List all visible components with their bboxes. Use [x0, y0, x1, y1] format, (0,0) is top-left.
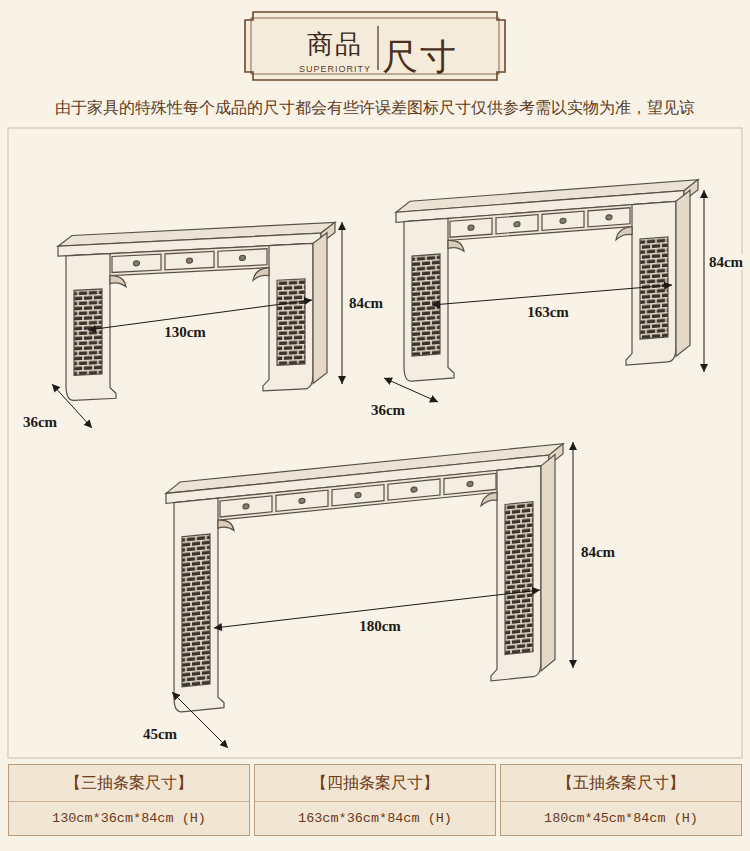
leg-lattice — [277, 279, 305, 365]
dimension-label: 84cm — [579, 544, 617, 561]
dimension-label: 130cm — [162, 324, 208, 341]
spandrel — [110, 275, 126, 288]
drawing-frame — [8, 128, 742, 758]
badge-inner-line — [251, 18, 499, 74]
table-leg — [626, 201, 676, 365]
apron — [178, 466, 537, 524]
depth-dimension-line — [172, 692, 228, 748]
drawer — [220, 496, 272, 517]
drawer — [276, 490, 328, 511]
drawer-handle — [299, 498, 305, 504]
cell-size: 180cm*45cm*84cm (H) — [501, 802, 741, 835]
badge-outline — [245, 12, 505, 80]
leg-lattice — [640, 237, 668, 339]
table-leg — [263, 243, 313, 391]
drawer-handle — [560, 218, 566, 223]
cell-size: 130cm*36cm*84cm (H) — [9, 802, 249, 835]
drawer-handle — [134, 261, 140, 266]
drawer-handle — [514, 222, 520, 227]
four-drawer-table — [396, 180, 698, 383]
drawer — [388, 479, 440, 500]
dimension-label: 163cm — [525, 304, 571, 321]
drawer — [496, 215, 538, 234]
badge-title: 尺寸 — [382, 39, 458, 75]
dimension-label: 36cm — [369, 402, 407, 419]
cell-heading: 【四抽条案尺寸】 — [255, 765, 495, 802]
leg-lattice — [182, 534, 210, 687]
drawer — [542, 211, 584, 230]
dimension-lines — [52, 190, 704, 748]
three-drawer-table — [58, 222, 335, 401]
spandrel — [218, 519, 234, 533]
dimension-label: 36cm — [21, 414, 59, 431]
badge-subtitle: SUPERIORITY — [299, 65, 371, 74]
size-table-cell: 【四抽条案尺寸】163cm*36cm*84cm (H) — [254, 764, 496, 836]
dimension-label: 84cm — [707, 254, 745, 271]
drawer-handle — [467, 481, 473, 487]
drawer — [450, 218, 492, 237]
drawer-handle — [240, 255, 246, 260]
drawer — [588, 208, 630, 227]
depth-dimension-line — [384, 378, 438, 402]
header-badge: 商品 SUPERIORITY 尺寸 — [245, 12, 505, 82]
drawer — [165, 251, 214, 269]
leg-lattice — [74, 289, 102, 375]
drawer-handle — [243, 504, 249, 510]
size-table-cell: 【三抽条案尺寸】130cm*36cm*84cm (H) — [8, 764, 250, 836]
drawer — [218, 249, 267, 267]
leg-side — [541, 455, 555, 671]
table-leg — [491, 466, 541, 681]
badge-divider — [377, 26, 378, 70]
height-dimension-line — [573, 442, 574, 668]
leg-lattice — [505, 502, 533, 655]
five-drawer-table — [166, 444, 563, 714]
note-text: 由于家具的特殊性每个成品的尺寸都会有些许误差图标尺寸仅供参考需以实物为准，望见谅 — [53, 99, 697, 117]
height-dimension-line — [704, 190, 705, 372]
dimension-label: 84cm — [347, 295, 385, 312]
drawer-handle — [606, 215, 612, 220]
table-leg — [174, 498, 224, 713]
leg-side — [313, 233, 327, 384]
badge-heading: 商品 — [307, 32, 363, 58]
drawer-handle — [468, 225, 474, 230]
height-dimension-line — [342, 222, 343, 384]
drawer — [444, 473, 496, 494]
spandrel — [616, 227, 632, 240]
dimension-label: 45cm — [141, 726, 179, 743]
size-table-cell: 【五抽条案尺寸】180cm*45cm*84cm (H) — [500, 764, 742, 836]
drawer — [112, 254, 161, 272]
drawer-handle — [355, 492, 361, 498]
header-badge-frame — [245, 12, 505, 80]
spandrel — [253, 268, 269, 281]
spandrel — [481, 492, 497, 506]
table-leg — [404, 218, 454, 382]
drawer — [332, 485, 384, 506]
leg-side — [676, 190, 690, 356]
dimension-label: 180cm — [357, 618, 403, 635]
cell-heading: 【五抽条案尺寸】 — [501, 765, 741, 802]
drawer-handle — [411, 487, 417, 493]
width-dimension-line — [432, 285, 672, 305]
cell-heading: 【三抽条案尺寸】 — [9, 765, 249, 802]
spandrel — [448, 239, 464, 252]
cell-size: 163cm*36cm*84cm (H) — [255, 802, 495, 835]
drawer-handle — [187, 258, 193, 263]
